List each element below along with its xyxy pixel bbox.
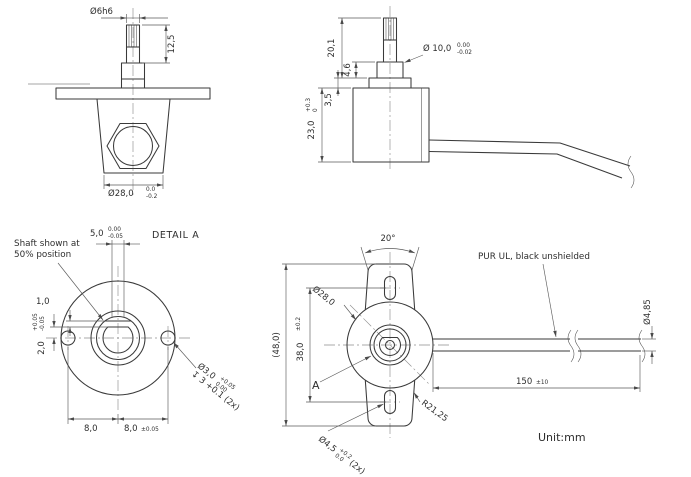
dim-slot-pitch-label: 38,0 (296, 343, 306, 362)
dim-flat-width-tol-up: 0.00 (108, 227, 121, 233)
dim-slot-width-tol-dn: 0.0 (333, 453, 344, 464)
hole-callout: Ø3,0 +0.05 0.00 ↧ 3 +0.1 (2x) (189, 361, 241, 413)
dim-flat-width-tol-dn: -0.05 (108, 234, 123, 240)
leader-line (57, 262, 104, 321)
dim-cable-length-tol: ±10 (536, 380, 549, 386)
dim-cable-dia-label: Ø4,85 (642, 299, 653, 325)
dim-bushing-dia-label: Ø 10,0 (423, 43, 451, 54)
dim-flat-depth-tol-up: +0.05 (33, 313, 39, 331)
leader-line (343, 304, 357, 321)
boss-circle (346, 301, 434, 389)
side-view: 20,1 4,6 3,5 23,0 +0.3 0 Ø 10,0 0.00 -0.… (306, 6, 635, 189)
side-view-dimensions: 20,1 4,6 3,5 23,0 +0.3 0 Ø 10,0 0.00 -0.… (306, 17, 472, 163)
cable-note-label: PUR UL, black unshielded (478, 252, 590, 262)
slot-width-callout: Ø4,5 +0.2 0.0 (2x) (316, 434, 367, 477)
dim-taper-angle-label: 20° (380, 234, 395, 244)
shaft-note-line2: 50% position (14, 250, 71, 260)
dim-slot-count-label: (2x) (347, 458, 367, 476)
break-line (638, 329, 646, 363)
detail-marker-label: A (312, 379, 320, 392)
dim-hole-pitch-right-tol: ±0.05 (141, 427, 159, 433)
detail-view-part (60, 280, 176, 396)
bottom-ear-outline (364, 380, 416, 427)
hub-outer-circle (90, 310, 146, 366)
dim-cable-length-label: 150 (516, 377, 532, 387)
angle-dimension-arc (364, 248, 416, 254)
dim-body-dia-tol-dn: -0.2 (146, 194, 158, 200)
dim-corner-radius-label: R21,25 (419, 398, 449, 424)
leader-line (319, 355, 372, 383)
break-line (567, 329, 575, 363)
corner-radius-callout: R21,25 (419, 398, 449, 424)
flange-outline (55, 87, 211, 100)
mount-hole-right (160, 330, 176, 346)
mount-hole-left (60, 330, 76, 346)
dim-slot-pitch-tol: ±0.2 (296, 317, 302, 331)
shaft-d-profile (102, 326, 134, 354)
shaft-d-profile (378, 336, 402, 356)
dim-flange-thickness-label: 3,5 (324, 93, 334, 107)
dim-step-height-label: 1,0 (36, 297, 50, 307)
dim-body-depth-tol-dn: 0 (313, 108, 319, 112)
dim-shaft-total-label: 20,1 (327, 39, 337, 58)
body-outline (96, 98, 171, 174)
dim-flat-depth-tol-dn: -0.05 (40, 316, 46, 331)
break-line (574, 329, 582, 363)
top-slot (383, 276, 397, 300)
break-line (627, 155, 635, 189)
leader-line (404, 54, 424, 63)
detail-view: DETAIL A Shaft shown at 50% position 5,0… (14, 227, 241, 434)
extension-line (411, 246, 420, 271)
hub-outer-circle (369, 324, 411, 366)
shaft-center-hole (384, 339, 396, 351)
leader-line (413, 392, 421, 403)
hex-nut-outline (106, 122, 160, 170)
dim-collar-height-label: 4,6 (343, 63, 353, 77)
top-view-part (346, 263, 646, 427)
bottom-slot (383, 390, 397, 414)
dim-bushing-dia-tol-up: 0.00 (457, 43, 470, 49)
side-view-part (352, 17, 635, 189)
dim-bushing-dia-tol-dn: -0.02 (457, 50, 472, 56)
dim-body-dia-label: Ø28,0 (108, 188, 134, 199)
dim-body-depth-label: 23,0 (307, 121, 317, 140)
cable-line (428, 150, 623, 179)
top-view: 20° Ø28,0 38,0 ±0.2 (48,0) A R21,25 Ø4,5… (272, 234, 656, 477)
dim-hole-pitch-left-label: 8,0 (84, 424, 98, 434)
leader-line (173, 342, 197, 369)
dim-shaft-length-label: 12,5 (167, 35, 177, 54)
front-view-part (55, 24, 211, 174)
dim-boss-dia-label: Ø28,0 (310, 284, 337, 308)
front-view: Ø6h6 12,5 Ø28,0 0.0 -0.2 (28, 6, 211, 200)
leader-line (327, 403, 384, 432)
dim-overall-length-label: (48,0) (272, 332, 282, 358)
dim-shaft-dia-label: Ø6h6 (90, 6, 113, 17)
front-view-dimensions: Ø6h6 12,5 Ø28,0 0.0 -0.2 (90, 6, 177, 200)
nut-circle (112, 125, 154, 167)
dim-flat-depth-label: 2,0 (37, 341, 47, 355)
extension-line (360, 246, 369, 271)
shaft-note-line1: Shaft shown at (14, 239, 80, 249)
top-ear-outline (364, 263, 416, 310)
top-view-dimensions: 20° Ø28,0 38,0 ±0.2 (48,0) A R21,25 Ø4,5… (272, 234, 656, 477)
dim-slot-width-label: Ø4,5 (316, 434, 339, 455)
dim-body-dia-tol-up: 0.0 (146, 187, 156, 193)
leader-line (542, 263, 557, 338)
detail-title: DETAIL A (152, 230, 199, 241)
dim-body-depth-tol-up: +0.3 (306, 98, 312, 112)
cable-line (428, 139, 631, 167)
dim-flat-width-label: 5,0 (90, 229, 104, 239)
unit-note: Unit:mm (538, 431, 586, 444)
hub-inner-circle (373, 328, 407, 362)
hub-inner-circle (95, 315, 141, 361)
body-outline (352, 87, 430, 163)
dim-hole-pitch-right-label: 8,0 (124, 424, 138, 434)
